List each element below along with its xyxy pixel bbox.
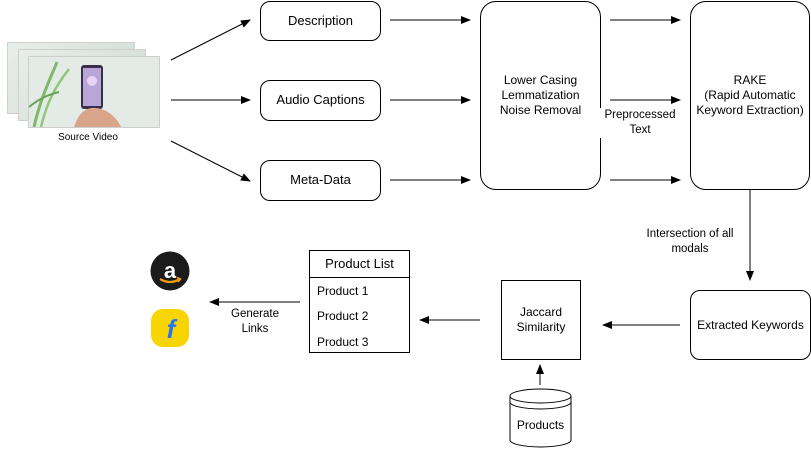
amazon-icon: a: [150, 251, 190, 291]
preprocessed-text-label: Preprocessed Text: [600, 108, 680, 138]
product-list-item: Product 1: [317, 284, 369, 298]
edge-video-meta: [170, 140, 251, 182]
meta-data-node: Meta-Data: [260, 160, 381, 201]
amazon-logo: a: [150, 251, 190, 291]
product-list-item: Product 3: [317, 335, 369, 349]
product-list-item: Product 2: [317, 309, 369, 323]
products-label: Products: [516, 418, 565, 432]
description-node: Description: [260, 1, 381, 41]
edge-video-description: [170, 19, 251, 61]
preprocess-step-lowercase: Lower Casing: [503, 73, 578, 87]
preprocessing-node: Lower Casing Lemmatization Noise Removal: [480, 1, 601, 190]
rake-title: RAKE: [733, 73, 767, 87]
rake-expansion-line1: (Rapid Automatic: [704, 88, 796, 102]
svg-text:f: f: [167, 314, 178, 344]
audio-captions-node: Audio Captions: [260, 80, 381, 121]
flipkart-icon: f: [151, 309, 189, 347]
video-thumbnail-front: [28, 56, 160, 128]
preprocess-step-lemmatization: Lemmatization: [501, 88, 580, 102]
products-database: Products: [509, 388, 572, 448]
jaccard-similarity-node: Jaccard Similarity: [501, 280, 581, 360]
preprocess-step-noise-removal: Noise Removal: [499, 103, 582, 117]
rake-expansion-line2: Keyword Extraction): [696, 103, 804, 117]
rake-node: RAKE (Rapid Automatic Keyword Extraction…: [690, 1, 810, 190]
database-cylinder-icon: [509, 388, 572, 448]
generate-links-label: Generate Links: [231, 308, 279, 335]
svg-text:a: a: [164, 258, 177, 283]
product-list-title: Product List: [310, 251, 409, 278]
video-frame-image: [29, 57, 159, 127]
flipkart-logo: f: [150, 308, 190, 348]
source-video-label: Source Video: [58, 132, 118, 143]
product-list: Product List Product 1 Product 2 Product…: [309, 250, 410, 353]
intersection-label: Intersection of all modals: [646, 228, 734, 255]
extracted-keywords-node: Extracted Keywords: [690, 290, 811, 360]
